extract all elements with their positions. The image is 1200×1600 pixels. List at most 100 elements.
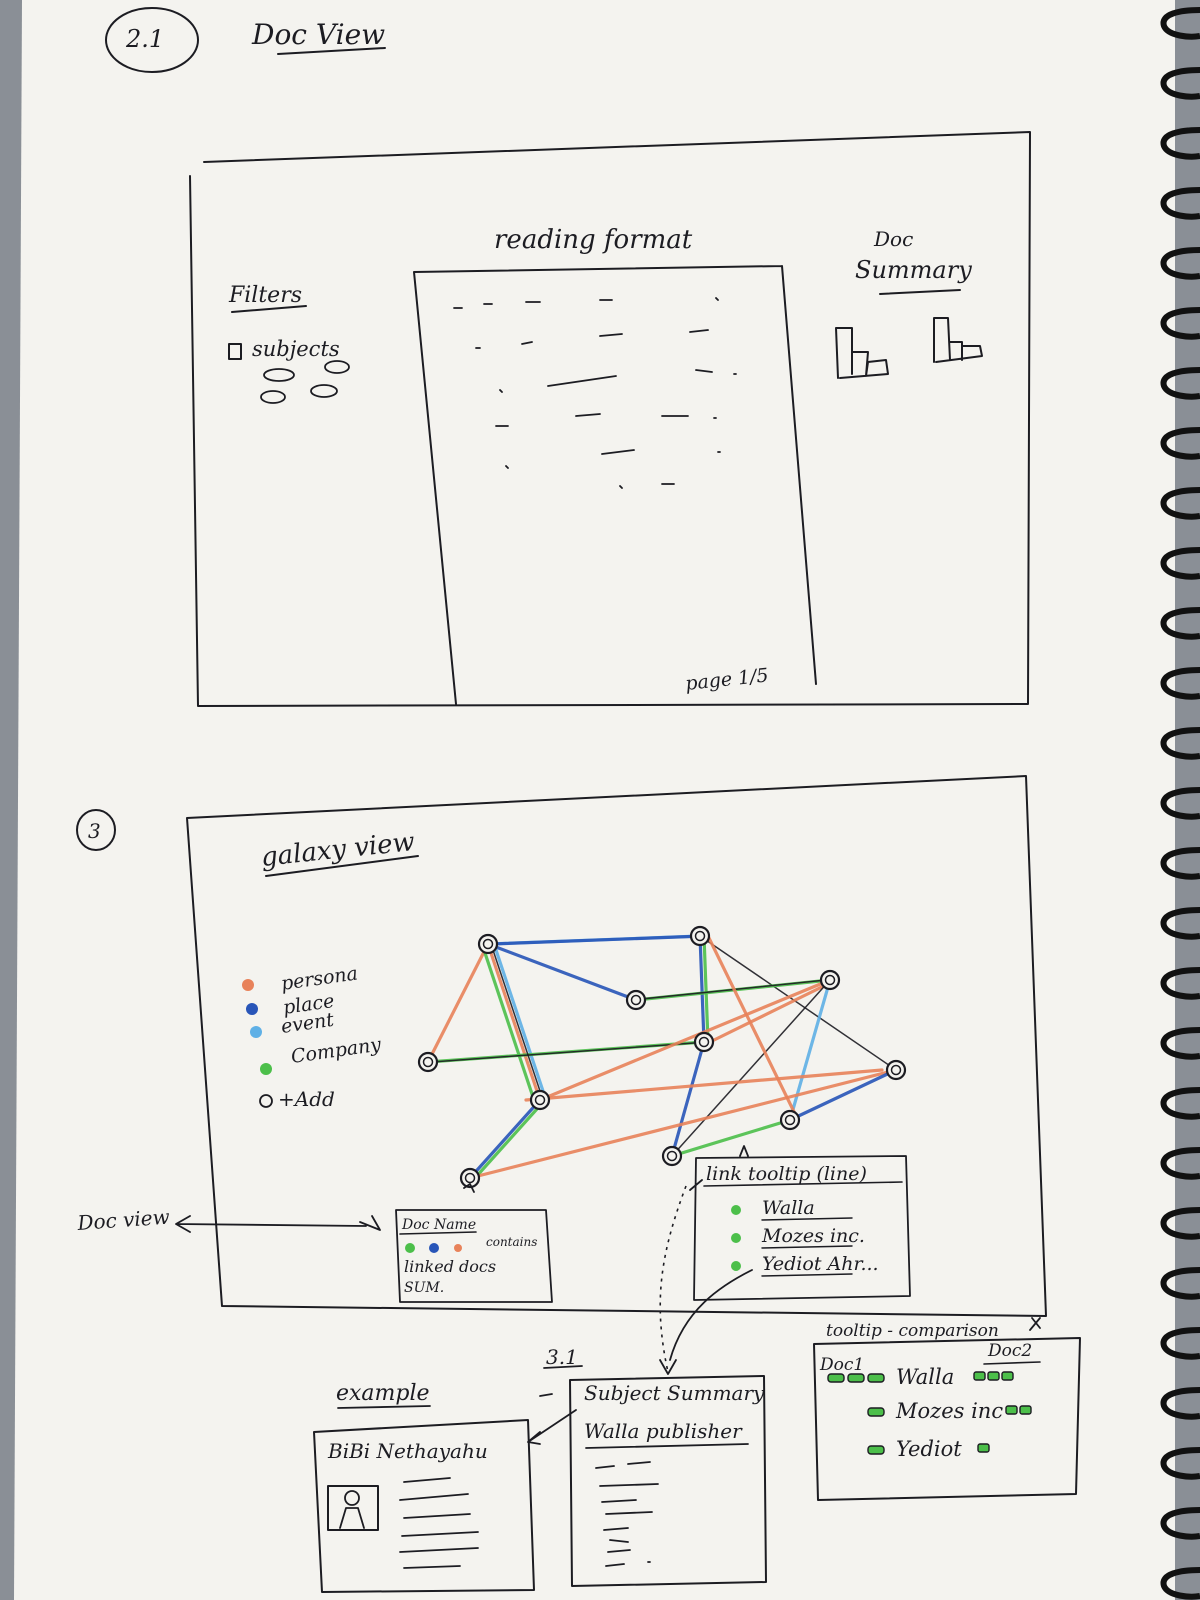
reading-format-heading: reading format — [494, 225, 693, 255]
doc2-mention-bar — [1001, 1371, 1014, 1381]
example-label: example — [336, 1381, 430, 1406]
network-node-core — [630, 994, 642, 1006]
network-node[interactable] — [885, 1059, 907, 1081]
spiral-ring — [1160, 367, 1200, 400]
link-item-label[interactable]: Yediot Ahr... — [762, 1253, 879, 1275]
network-edge[interactable] — [538, 978, 832, 1102]
network-node-core — [464, 1172, 476, 1184]
doc2-mention-bar — [987, 1371, 1000, 1381]
network-edge[interactable] — [671, 979, 831, 1157]
network-edge[interactable] — [490, 943, 544, 1101]
spiral-ring — [1160, 1507, 1200, 1540]
spiral-ring — [1160, 1207, 1200, 1240]
network-edge[interactable] — [702, 934, 710, 1044]
link-item-label[interactable]: Walla — [762, 1197, 815, 1219]
doc2-mention-bar — [1019, 1405, 1032, 1415]
network-node-core — [784, 1114, 796, 1126]
spiral-ring — [1160, 67, 1200, 100]
example-name: BiBi Nethayahu — [327, 1439, 488, 1463]
network-node[interactable] — [689, 925, 711, 947]
subjects-checkbox[interactable] — [228, 343, 242, 360]
spiral-binding — [1160, 7, 1200, 1600]
network-edge[interactable] — [431, 1041, 709, 1063]
network-edge[interactable] — [468, 1068, 898, 1180]
doc1-label: Doc1 — [819, 1355, 864, 1375]
galaxy-frame — [186, 775, 1047, 1317]
sum-label: SUM. — [404, 1280, 444, 1296]
network-edge[interactable] — [486, 942, 638, 1002]
network-edge[interactable] — [708, 978, 838, 1044]
link-item-underline — [761, 1245, 853, 1249]
network-edge[interactable] — [490, 934, 706, 946]
spiral-ring — [1160, 7, 1200, 40]
network-edge[interactable] — [492, 942, 548, 1102]
reading-pane — [413, 265, 817, 705]
linked-docs-label: linked docs — [404, 1257, 496, 1276]
spiral-ring — [1160, 1567, 1200, 1600]
network-edge[interactable] — [473, 1098, 547, 1180]
spiral-ring — [1160, 907, 1200, 940]
section-subject-summary: 3.1 example BiBi Nethayahu Subject Summa… — [313, 1345, 767, 1593]
publisher-label: Walla publisher — [584, 1419, 743, 1443]
network-node[interactable] — [819, 969, 841, 991]
network-edge[interactable] — [788, 1068, 898, 1122]
network-node[interactable] — [417, 1051, 439, 1073]
add-category-label[interactable]: +Add — [278, 1087, 335, 1111]
doc1-mention-bar — [827, 1373, 845, 1383]
network-edge[interactable] — [480, 942, 536, 1102]
spiral-ring — [1160, 1387, 1200, 1420]
network-node[interactable] — [693, 1031, 715, 1053]
link-tooltip-title: link tooltip (line) — [706, 1163, 867, 1185]
doc2-mention-bar — [1005, 1405, 1018, 1415]
person-avatar — [327, 1485, 379, 1531]
spiral-ring — [1160, 1147, 1200, 1180]
legend-dot-place — [246, 1003, 258, 1015]
subjects-label: subjects — [252, 337, 340, 361]
link-item-underline — [761, 1217, 853, 1221]
section-doc-view: 2.1 Doc View Filters subjects reading fo… — [105, 7, 1031, 707]
network-edge[interactable] — [426, 942, 490, 1064]
doc-summary-heading-1: Doc — [873, 227, 913, 251]
link-item-label[interactable]: Mozes inc. — [761, 1225, 865, 1247]
spiral-ring — [1160, 1027, 1200, 1060]
network-node[interactable] — [661, 1145, 683, 1167]
network-edge[interactable] — [706, 934, 800, 1122]
network-edge[interactable] — [524, 1068, 884, 1102]
spiral-ring — [1160, 127, 1200, 160]
summary-bar-chart-2 — [933, 317, 983, 363]
section-31-number: 3.1 — [546, 1345, 578, 1369]
network-node-core — [824, 974, 836, 986]
network-node-core — [482, 938, 494, 950]
network-node-core — [694, 930, 706, 942]
spiral-ring — [1160, 1087, 1200, 1120]
comparison-row-label: Walla — [896, 1365, 954, 1389]
network-edge[interactable] — [698, 934, 706, 1044]
network-edge[interactable] — [468, 1098, 542, 1180]
network-edge[interactable] — [670, 1040, 706, 1158]
network-edge[interactable] — [486, 942, 542, 1102]
subject-chips[interactable] — [260, 360, 350, 404]
network-edge[interactable] — [670, 1118, 792, 1158]
network-node-core — [422, 1056, 434, 1068]
spiral-ring — [1160, 307, 1200, 340]
spiral-ring — [1160, 487, 1200, 520]
network-node[interactable] — [529, 1089, 551, 1111]
network-node[interactable] — [625, 989, 647, 1011]
network-nodes[interactable] — [417, 925, 907, 1189]
network-edge[interactable] — [699, 935, 897, 1071]
network-edge[interactable] — [631, 979, 827, 1001]
network-node-core — [534, 1094, 546, 1106]
doc2-mention-bar — [977, 1443, 990, 1453]
add-category-circle[interactable] — [259, 1094, 273, 1108]
legend-dot-company — [260, 1063, 272, 1075]
network-node[interactable] — [459, 1167, 481, 1189]
comparison-tooltip: tooltip - comparison Doc1 Doc2 WallaMoze… — [813, 1317, 1081, 1501]
network-node[interactable] — [477, 933, 499, 955]
network-node[interactable] — [779, 1109, 801, 1131]
link-item-dot — [731, 1205, 741, 1215]
spiral-ring — [1160, 427, 1200, 460]
